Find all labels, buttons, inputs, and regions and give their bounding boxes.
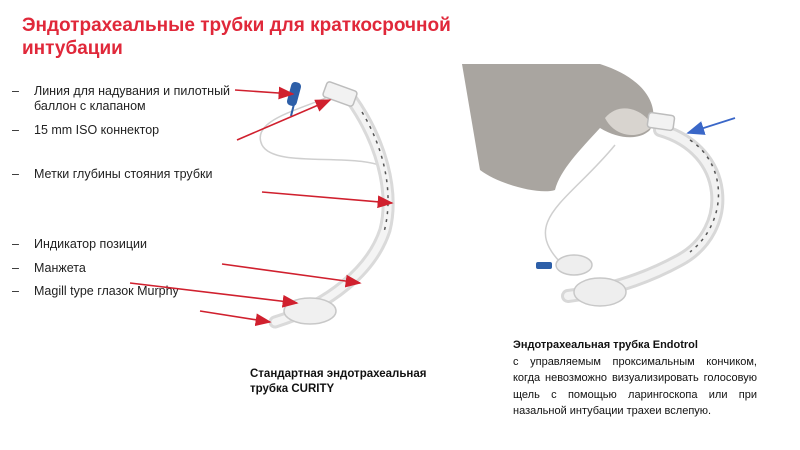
bullet-marker: – bbox=[12, 167, 19, 181]
bullet-marker: – bbox=[12, 261, 19, 275]
iso-connector bbox=[322, 81, 358, 107]
caption-curity: Стандартная эндотрахеальная трубка CURIT… bbox=[250, 368, 427, 395]
cuff bbox=[573, 277, 627, 307]
list-item: – Манжета bbox=[12, 261, 86, 276]
list-item-label: 15 mm ISO коннектор bbox=[34, 123, 160, 137]
depth-marks bbox=[689, 139, 720, 253]
list-item: – Метки глубины стояния трубки bbox=[12, 167, 212, 182]
caption-endotrol-body: с управляемым проксимальным кончиком, ко… bbox=[513, 355, 757, 418]
iso-connector bbox=[646, 111, 676, 132]
inflation-line bbox=[259, 95, 391, 171]
pilot-balloon bbox=[555, 254, 593, 276]
list-item-label: Индикатор позиции bbox=[34, 237, 147, 251]
list-item: – Линия для надувания и пилотный баллон … bbox=[12, 84, 262, 114]
curity-tube-image bbox=[259, 81, 395, 329]
caption-endotrol: Эндотрахеальная трубка Endotrol с управл… bbox=[513, 337, 757, 420]
inflation-line bbox=[544, 144, 616, 263]
bullet-marker: – bbox=[12, 123, 19, 137]
list-item-label: Magill type глазок Murphy bbox=[34, 284, 179, 298]
hand bbox=[462, 64, 654, 192]
page-title: Эндотрахеальные трубки для краткосрочной… bbox=[22, 15, 451, 59]
endotrol-tube-image bbox=[462, 64, 736, 307]
list-item-label: Метки глубины стояния трубки bbox=[34, 167, 213, 181]
list-item: – Magill type глазок Murphy bbox=[12, 284, 179, 299]
list-item: – Индикатор позиции bbox=[12, 237, 147, 252]
bullet-marker: – bbox=[12, 284, 19, 298]
list-item-label: Манжета bbox=[34, 261, 86, 275]
bullet-marker: – bbox=[12, 84, 19, 98]
caption-endotrol-title: Эндотрахеальная трубка Endotrol bbox=[513, 339, 698, 351]
blue-arrow bbox=[686, 117, 736, 135]
tube-body bbox=[561, 123, 725, 303]
list-item-label: Линия для надувания и пилотный баллон с … bbox=[34, 84, 231, 113]
depth-marks bbox=[361, 111, 389, 233]
list-item: – 15 mm ISO коннектор bbox=[12, 123, 159, 138]
callout-arrows bbox=[129, 86, 394, 327]
bullet-marker: – bbox=[12, 237, 19, 251]
